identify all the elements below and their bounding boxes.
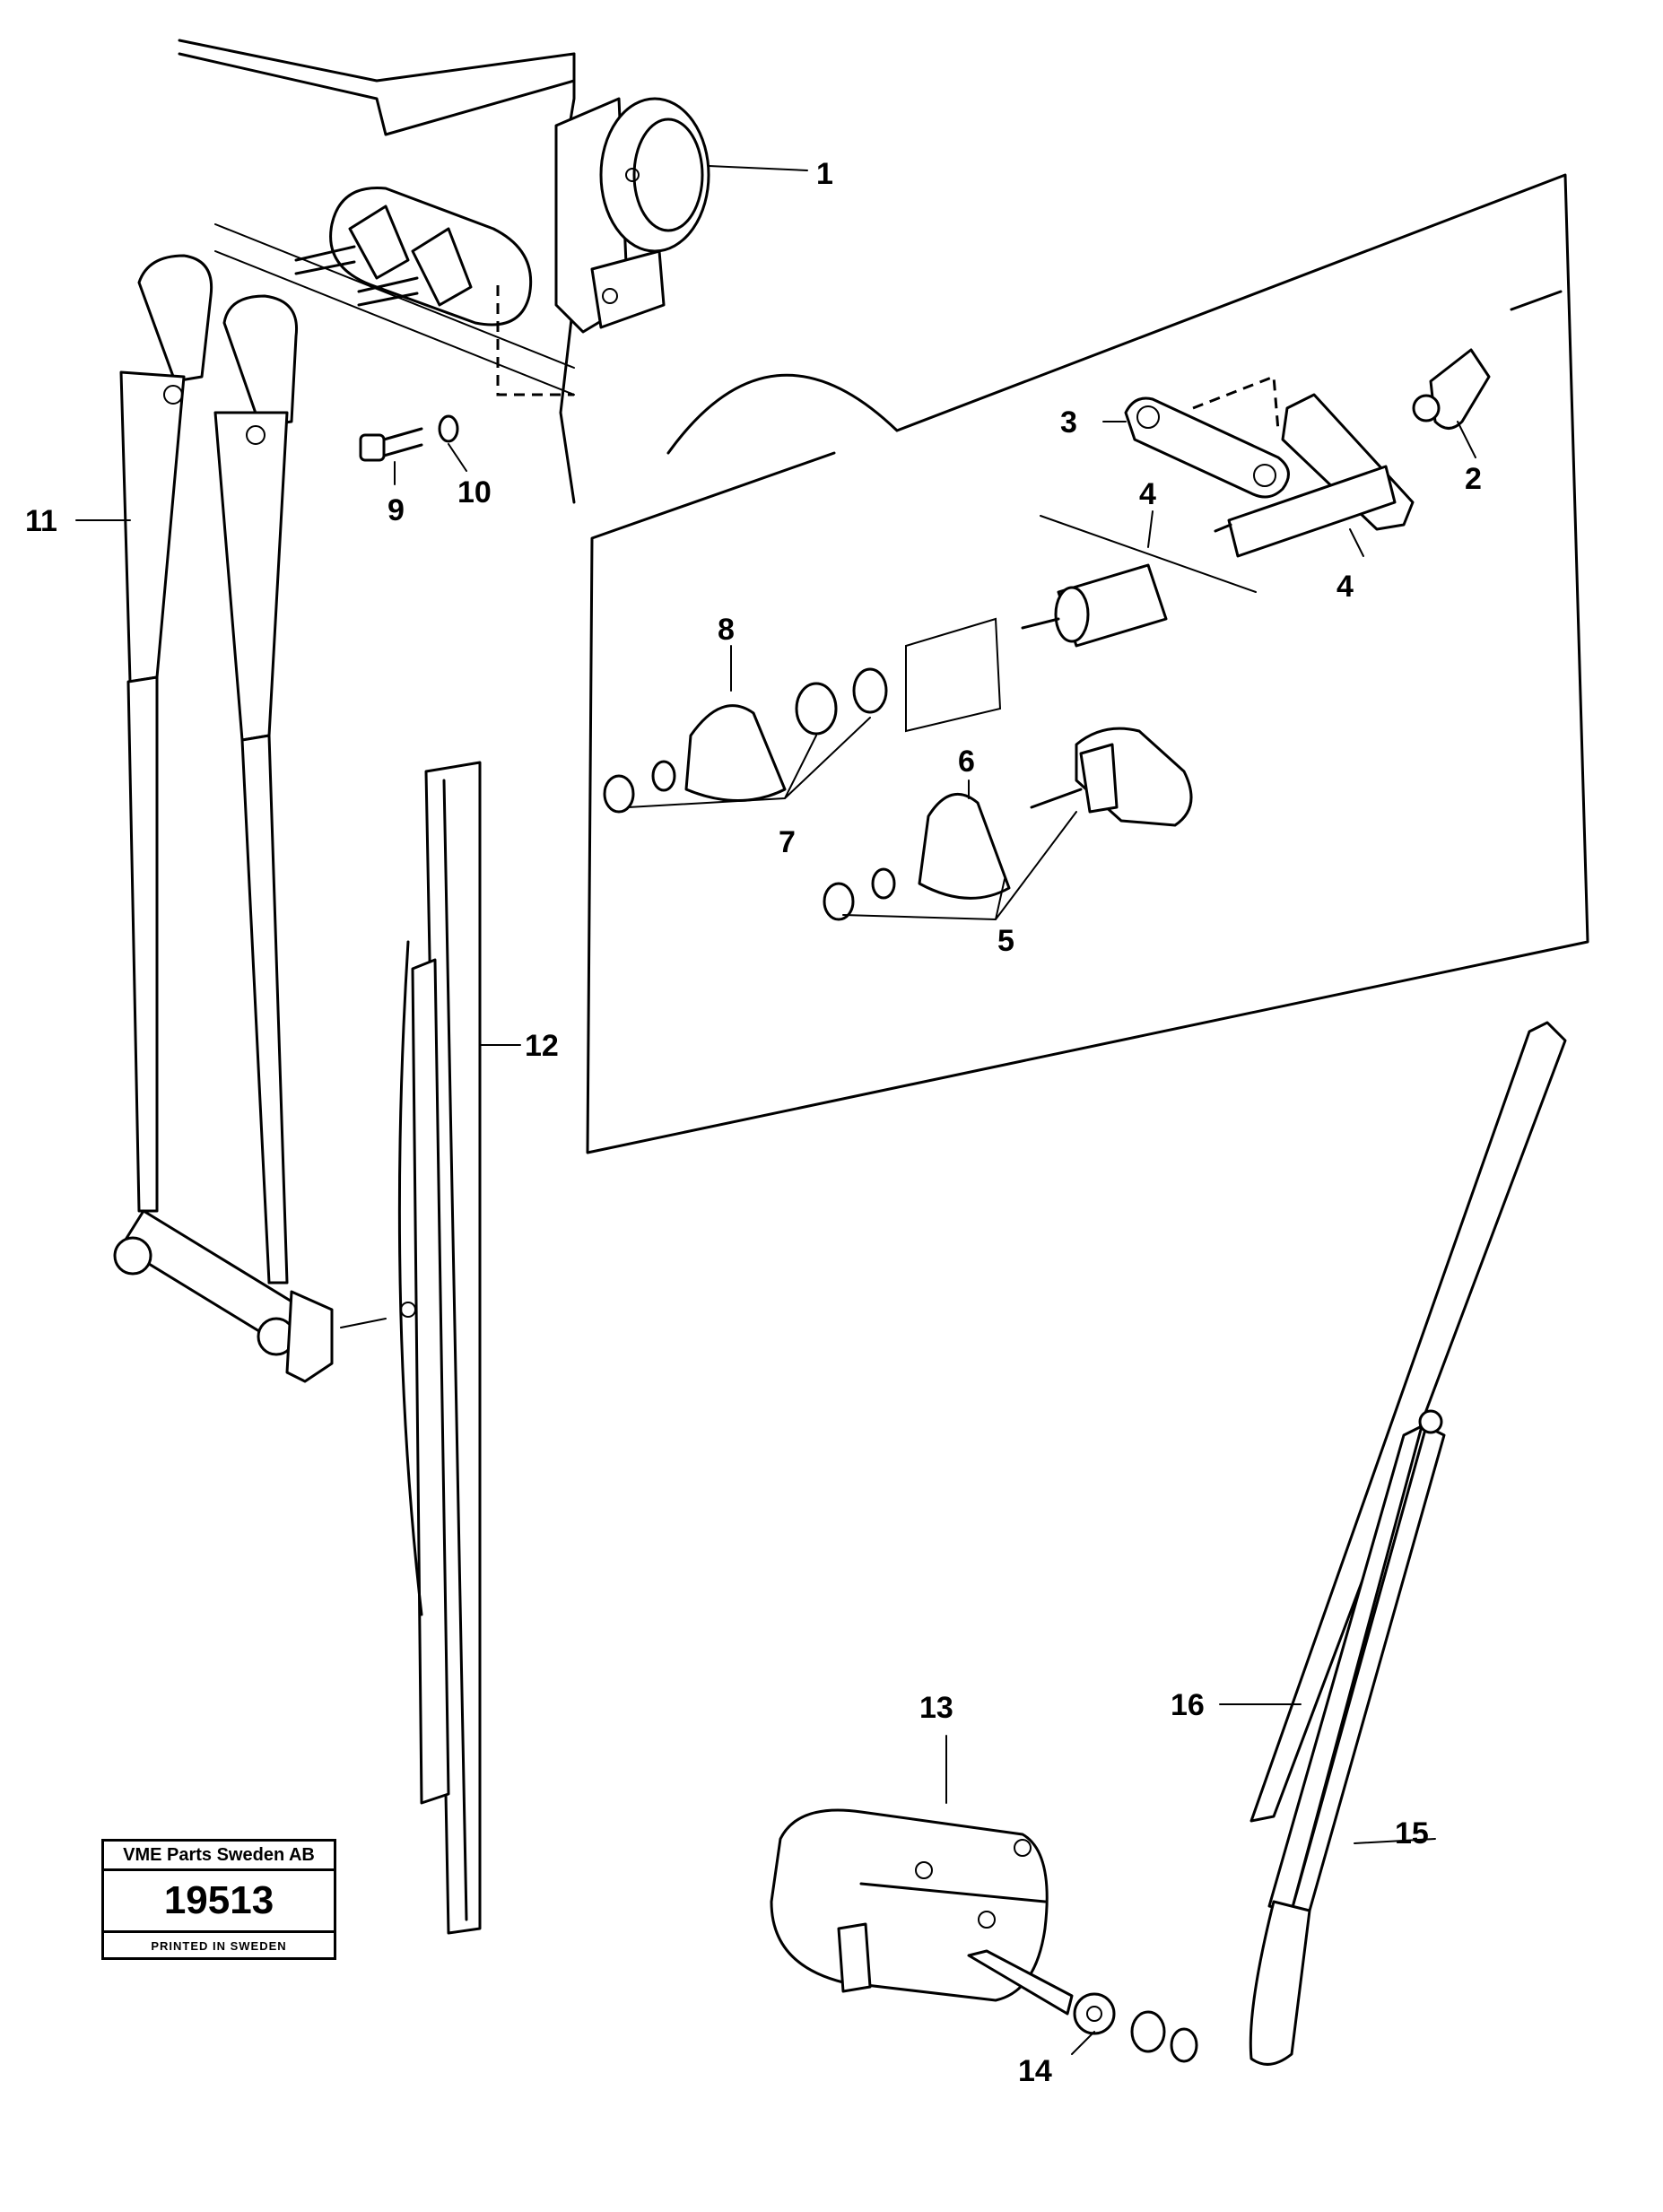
- leader-lines: [75, 165, 1476, 2055]
- callout-14: 14: [1018, 2054, 1052, 2088]
- callout-1: 1: [816, 157, 833, 191]
- washer-part-10: [438, 414, 459, 443]
- nut-washer-set-part-5: [823, 811, 1077, 921]
- stamp-number: 19513: [104, 1871, 334, 1933]
- callout-7: 7: [779, 825, 796, 859]
- callout-15: 15: [1395, 1816, 1429, 1851]
- callout-11: 11: [25, 504, 57, 538]
- stamp-company: VME Parts Sweden AB: [104, 1842, 334, 1871]
- twin-spindle-housing: [294, 187, 574, 396]
- callout-12: 12: [525, 1029, 559, 1063]
- wiper-arm-part-11: [113, 254, 334, 1383]
- callout-4-lower: 4: [1336, 570, 1354, 604]
- callout-5: 5: [997, 924, 1014, 958]
- callout-10: 10: [457, 475, 492, 509]
- callout-8: 8: [718, 613, 735, 647]
- bolt-part-9: [359, 427, 423, 462]
- callout-16: 16: [1171, 1688, 1205, 1722]
- rear-wiper-blade-part-16: [1249, 1021, 1567, 1823]
- spindle-housing-part-6: [918, 727, 1193, 900]
- crank-lever-part-2: [1412, 290, 1563, 430]
- rear-wiper-motor-part-13: [770, 1808, 1074, 2016]
- callout-9: 9: [387, 493, 405, 527]
- publisher-stamp: VME Parts Sweden AB 19513 PRINTED IN SWE…: [101, 1839, 336, 1960]
- nut-washer-set-part-7: [603, 617, 1002, 814]
- wiper-blade-part-12: [340, 761, 482, 1935]
- washer-nut-part-14: [1073, 1992, 1198, 2063]
- wiper-motor-part-1: [554, 97, 710, 334]
- exploded-view-frame: [586, 173, 1589, 1154]
- callout-2: 2: [1465, 462, 1482, 496]
- callout-13: 13: [919, 1691, 953, 1725]
- callout-6: 6: [958, 745, 975, 779]
- link-part-3: [1124, 374, 1290, 499]
- callout-4-upper: 4: [1139, 477, 1156, 511]
- callout-3: 3: [1060, 405, 1077, 440]
- spindle-part-4: [1021, 393, 1415, 648]
- stamp-printed: PRINTED IN SWEDEN: [151, 1939, 287, 1953]
- cone-cover-part-8: [684, 704, 787, 802]
- rear-wiper-arm-part-15: [1249, 1409, 1446, 2066]
